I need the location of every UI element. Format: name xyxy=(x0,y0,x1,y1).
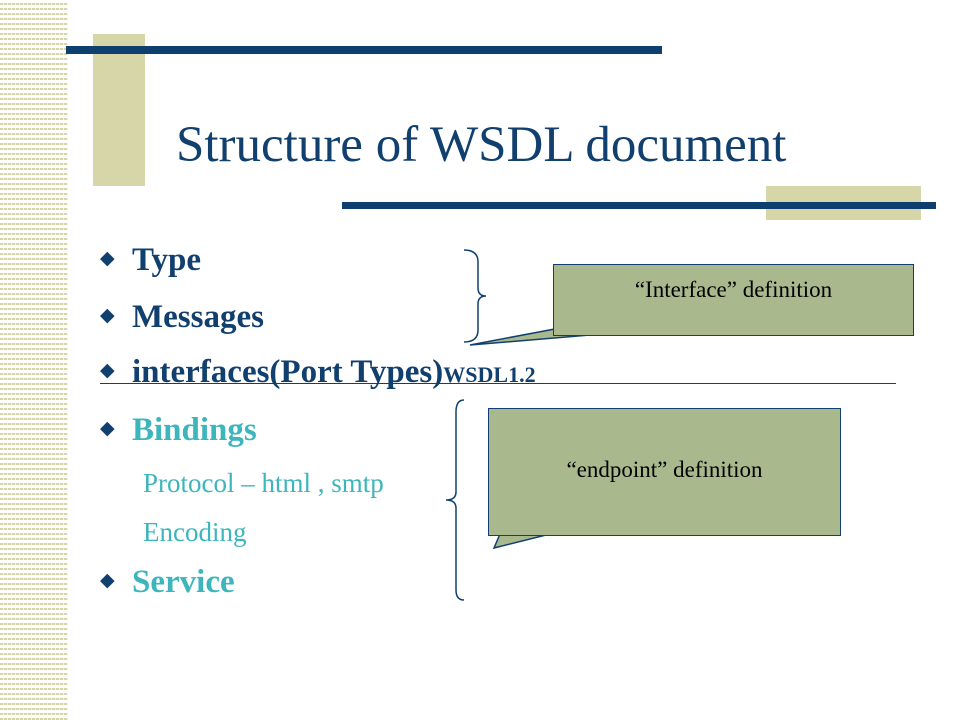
callout-interface: “Interface” definition xyxy=(553,264,914,336)
callout-endpoint-text: “endpoint” definition xyxy=(566,457,763,482)
callout-tail-endpoint xyxy=(492,533,551,550)
decorative-line-top xyxy=(66,46,662,54)
bullet-label: Bindings xyxy=(132,412,257,448)
bullet-item-service: ◆ Service xyxy=(100,566,235,599)
version-suffix: WSDL1.2 xyxy=(443,362,536,387)
callout-endpoint: “endpoint” definition xyxy=(488,408,841,536)
bullet-label: Service xyxy=(132,564,235,600)
diamond-bullet-icon: ◆ xyxy=(100,305,115,326)
bullet-item-type: ◆ Type xyxy=(100,244,201,277)
brace-upper xyxy=(463,249,487,343)
decorative-block-left xyxy=(93,34,145,186)
callout-interface-text: “Interface” definition xyxy=(634,277,833,302)
bullet-label: Type xyxy=(132,242,202,278)
sub-item-encoding: Encoding xyxy=(143,517,247,547)
decorative-line-right xyxy=(342,202,936,209)
diamond-bullet-icon: ◆ xyxy=(100,248,115,269)
bullet-label: Messages xyxy=(132,299,264,335)
bullet-item-messages: ◆ Messages xyxy=(100,301,264,334)
diamond-bullet-icon: ◆ xyxy=(100,418,115,439)
slide-title: Structure of WSDL document xyxy=(176,117,787,173)
brace-lower xyxy=(445,399,465,601)
sub-item-protocol: Protocol – html , smtp xyxy=(143,468,384,498)
interfaces-underline xyxy=(100,383,896,384)
bullet-item-bindings: ◆ Bindings xyxy=(100,414,257,447)
diamond-bullet-icon: ◆ xyxy=(100,570,115,591)
diamond-bullet-icon: ◆ xyxy=(100,360,115,381)
decorative-stripes xyxy=(0,0,68,720)
